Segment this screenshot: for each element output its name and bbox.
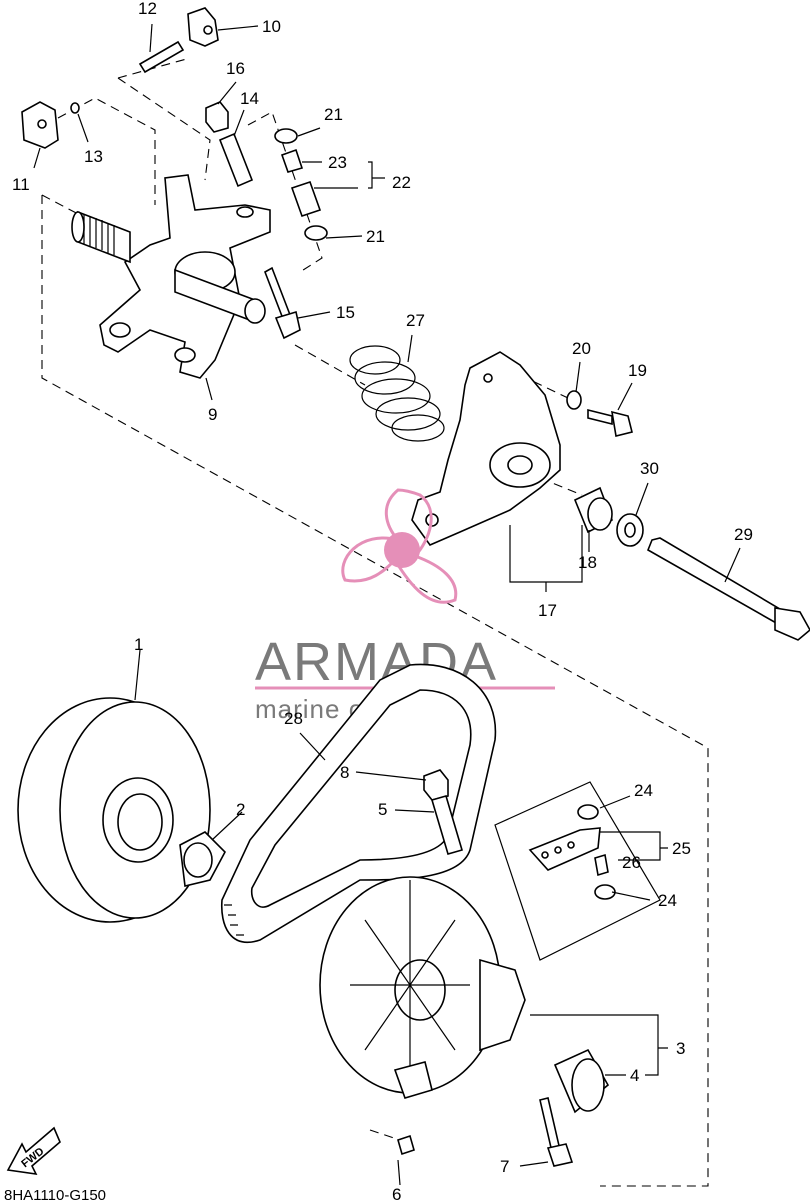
pin-guide-dashed-3: [57, 97, 156, 205]
weight-block-part-11: [21, 101, 59, 149]
callout-2: 2: [236, 800, 245, 819]
weight-block-part-10: [187, 7, 219, 47]
bolt-part-19: [587, 408, 633, 437]
pin-part-12: [138, 40, 185, 74]
bushing-part-18: [573, 486, 614, 534]
callout-8: 8: [340, 763, 349, 782]
callout-10: 10: [262, 17, 281, 36]
washer-part-21-bottom: [304, 225, 328, 241]
callout-6: 6: [392, 1185, 401, 1204]
callout-25: 25: [672, 839, 691, 858]
callout-24-top: 24: [634, 781, 653, 800]
pin-guide-dashed: [117, 57, 191, 79]
seal-part-4: [553, 1048, 610, 1114]
bolt-part-7: [539, 1097, 574, 1167]
pin-part-26: [594, 853, 609, 877]
long-bolt-part-29: [646, 537, 810, 641]
o-ring-part-13: [70, 102, 80, 114]
callout-21-top: 21: [324, 105, 343, 124]
callout-1: 1: [134, 635, 143, 654]
plug-part-6: [397, 1134, 415, 1156]
callout-20: 20: [572, 339, 591, 358]
callout-29: 29: [734, 525, 753, 544]
callout-11: 11: [12, 175, 30, 194]
bushing-part-2: [179, 831, 226, 887]
callout-12: 12: [138, 0, 157, 18]
assembly-boundary-dashed-top: [41, 194, 81, 216]
lower-guide-dashed: [369, 1129, 401, 1141]
sleeve-part-14: [218, 132, 254, 188]
callout-7: 7: [500, 1157, 509, 1176]
sheave-part-1: [17, 697, 211, 923]
callout-28: 28: [284, 709, 303, 728]
nut-part-16: [205, 101, 229, 133]
callout-19: 19: [628, 361, 647, 380]
callout-23: 23: [328, 153, 347, 172]
leader-lines: [33, 23, 741, 1186]
callout-13: 13: [84, 147, 103, 166]
callout-14: 14: [240, 89, 259, 108]
callout-4: 4: [630, 1066, 639, 1085]
callout-21-bottom: 21: [366, 227, 385, 246]
washer-part-30: [616, 513, 644, 547]
callout-26: 26: [622, 853, 641, 872]
washer-part-20: [566, 390, 582, 410]
callout-16: 16: [226, 59, 245, 78]
callout-15: 15: [336, 303, 355, 322]
bushing-part-23-b: [290, 180, 322, 218]
fwd-arrow-icon: FWD: [6, 1126, 61, 1176]
nut-part-8: [423, 769, 449, 801]
callout-22: 22: [392, 173, 411, 192]
callout-9: 9: [208, 405, 217, 424]
spider-hub-part-9: [71, 174, 271, 379]
pin-guide-dashed-2: [117, 77, 211, 181]
bolt-part-15: [264, 266, 301, 340]
callout-3: 3: [676, 1039, 685, 1058]
weight-plate-part-25: [528, 827, 601, 871]
bushing-part-23-a: [280, 148, 304, 173]
callout-18: 18: [578, 553, 597, 572]
washer-part-24-top: [577, 804, 599, 820]
washer-part-21-top: [274, 128, 298, 144]
inset-frame: [494, 781, 661, 961]
spring-guide-dashed: [294, 344, 366, 386]
washer-part-24-bottom: [594, 884, 616, 900]
callout-numbers: 1 2 3 4 5 6 7 8 9 10 11 12 13 14 15 16 1…: [12, 0, 753, 1204]
callout-17: 17: [538, 601, 557, 620]
callout-30: 30: [640, 459, 659, 478]
assembly-boundary-dashed: [41, 195, 709, 1187]
sleeve-part-5: [431, 795, 463, 855]
callout-24-bottom: 24: [658, 891, 677, 910]
cover-part-17: [411, 351, 561, 546]
spring-part-27: [349, 345, 445, 442]
callout-5: 5: [378, 800, 387, 819]
movable-sheave-part-3: [319, 876, 526, 1099]
reference-code: 8HA1110-G150: [4, 1187, 106, 1204]
belt-part-28: [220, 663, 497, 943]
callout-27: 27: [406, 311, 425, 330]
